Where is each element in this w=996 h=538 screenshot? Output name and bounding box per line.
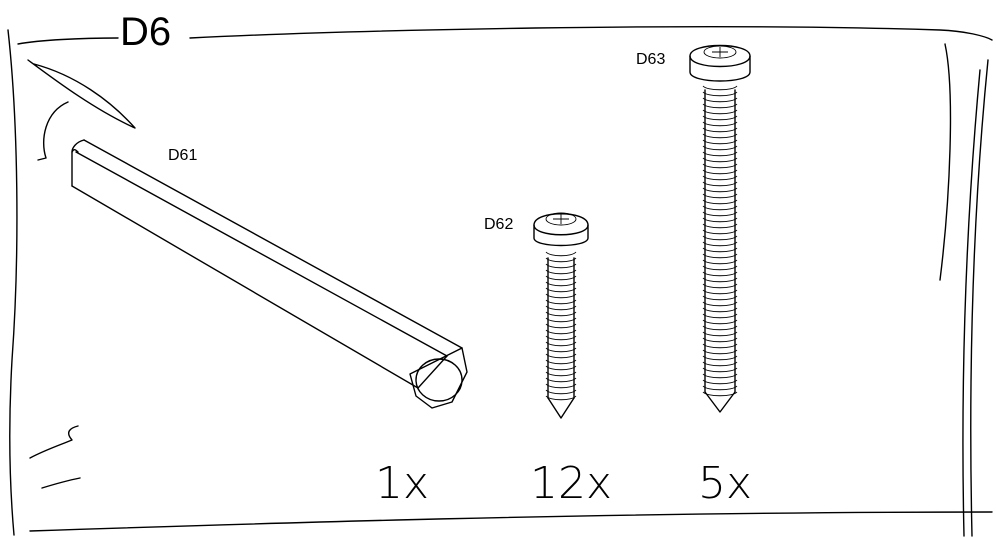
thread-line xyxy=(702,325,738,331)
thread-line xyxy=(702,247,738,253)
thread-line xyxy=(702,163,738,169)
thread-line xyxy=(545,371,577,377)
thread-line xyxy=(702,343,738,349)
thread-line xyxy=(702,265,738,271)
thread-line xyxy=(702,241,738,247)
thread-line xyxy=(545,353,577,359)
part-label-d63: D63 xyxy=(636,51,665,68)
thread-line xyxy=(702,157,738,163)
thread-line xyxy=(702,283,738,289)
thread-line xyxy=(545,299,577,305)
thread-line xyxy=(545,335,577,341)
thread-line xyxy=(702,289,738,295)
thread-line xyxy=(702,361,738,367)
thread-line xyxy=(545,365,577,371)
thread-line xyxy=(702,91,738,97)
thread-line xyxy=(702,187,738,193)
thread-line xyxy=(702,193,738,199)
thread-line xyxy=(702,253,738,259)
thread-line xyxy=(702,139,738,145)
thread-line xyxy=(702,355,738,361)
thread-line xyxy=(702,223,738,229)
thread-line xyxy=(545,317,577,323)
thread-line xyxy=(702,115,738,121)
thread-line xyxy=(702,235,738,241)
thread-line xyxy=(545,287,577,293)
thread-line xyxy=(545,263,577,269)
short-screw-drawing xyxy=(533,212,589,419)
thread-line xyxy=(545,383,577,389)
thread-line xyxy=(545,305,577,311)
thread-line xyxy=(702,211,738,217)
long-screw-drawing xyxy=(689,44,751,413)
thread-line xyxy=(702,169,738,175)
thread-line xyxy=(545,269,577,275)
quantity-d62: 12x xyxy=(530,458,612,509)
thread-line xyxy=(702,373,738,379)
thread-line xyxy=(702,175,738,181)
thread-line xyxy=(702,133,738,139)
thread-line xyxy=(545,275,577,281)
thread-line xyxy=(545,341,577,347)
thread-line xyxy=(702,385,738,391)
thread-line xyxy=(702,259,738,265)
thread-line xyxy=(545,281,577,287)
hex-standoff-drawing xyxy=(71,139,468,409)
thread-line xyxy=(702,367,738,373)
part-label-d62: D62 xyxy=(484,216,513,233)
thread-line xyxy=(702,103,738,109)
thread-line xyxy=(702,271,738,277)
thread-line xyxy=(702,205,738,211)
thread-line xyxy=(702,145,738,151)
thread-line xyxy=(545,377,577,383)
thread-line xyxy=(702,217,738,223)
thread-line xyxy=(545,293,577,299)
thread-line xyxy=(545,323,577,329)
thread-line xyxy=(702,295,738,301)
thread-line xyxy=(702,85,738,91)
thread-line xyxy=(702,109,738,115)
thread-line xyxy=(702,337,738,343)
part-label-d61: D61 xyxy=(168,147,197,164)
thread-line xyxy=(545,251,577,257)
thread-line xyxy=(702,331,738,337)
quantity-d63: 5x xyxy=(698,458,752,509)
thread-line xyxy=(702,127,738,133)
thread-line xyxy=(702,97,738,103)
thread-line xyxy=(545,395,577,401)
thread-line xyxy=(545,311,577,317)
thread-line xyxy=(545,329,577,335)
thread-line xyxy=(702,151,738,157)
thread-line xyxy=(702,319,738,325)
thread-line xyxy=(702,181,738,187)
thread-line xyxy=(702,301,738,307)
thread-line xyxy=(702,391,738,397)
thread-line xyxy=(545,389,577,395)
bag-title: D6 xyxy=(120,10,171,54)
thread-line xyxy=(702,307,738,313)
thread-line xyxy=(702,349,738,355)
bag-outline xyxy=(7,25,993,537)
thread-line xyxy=(545,257,577,263)
thread-line xyxy=(545,347,577,353)
thread-line xyxy=(702,313,738,319)
quantity-d61: 1x xyxy=(375,458,429,509)
thread-line xyxy=(702,199,738,205)
thread-line xyxy=(702,277,738,283)
thread-line xyxy=(545,359,577,365)
thread-line xyxy=(702,379,738,385)
thread-line xyxy=(702,229,738,235)
thread-line xyxy=(702,121,738,127)
